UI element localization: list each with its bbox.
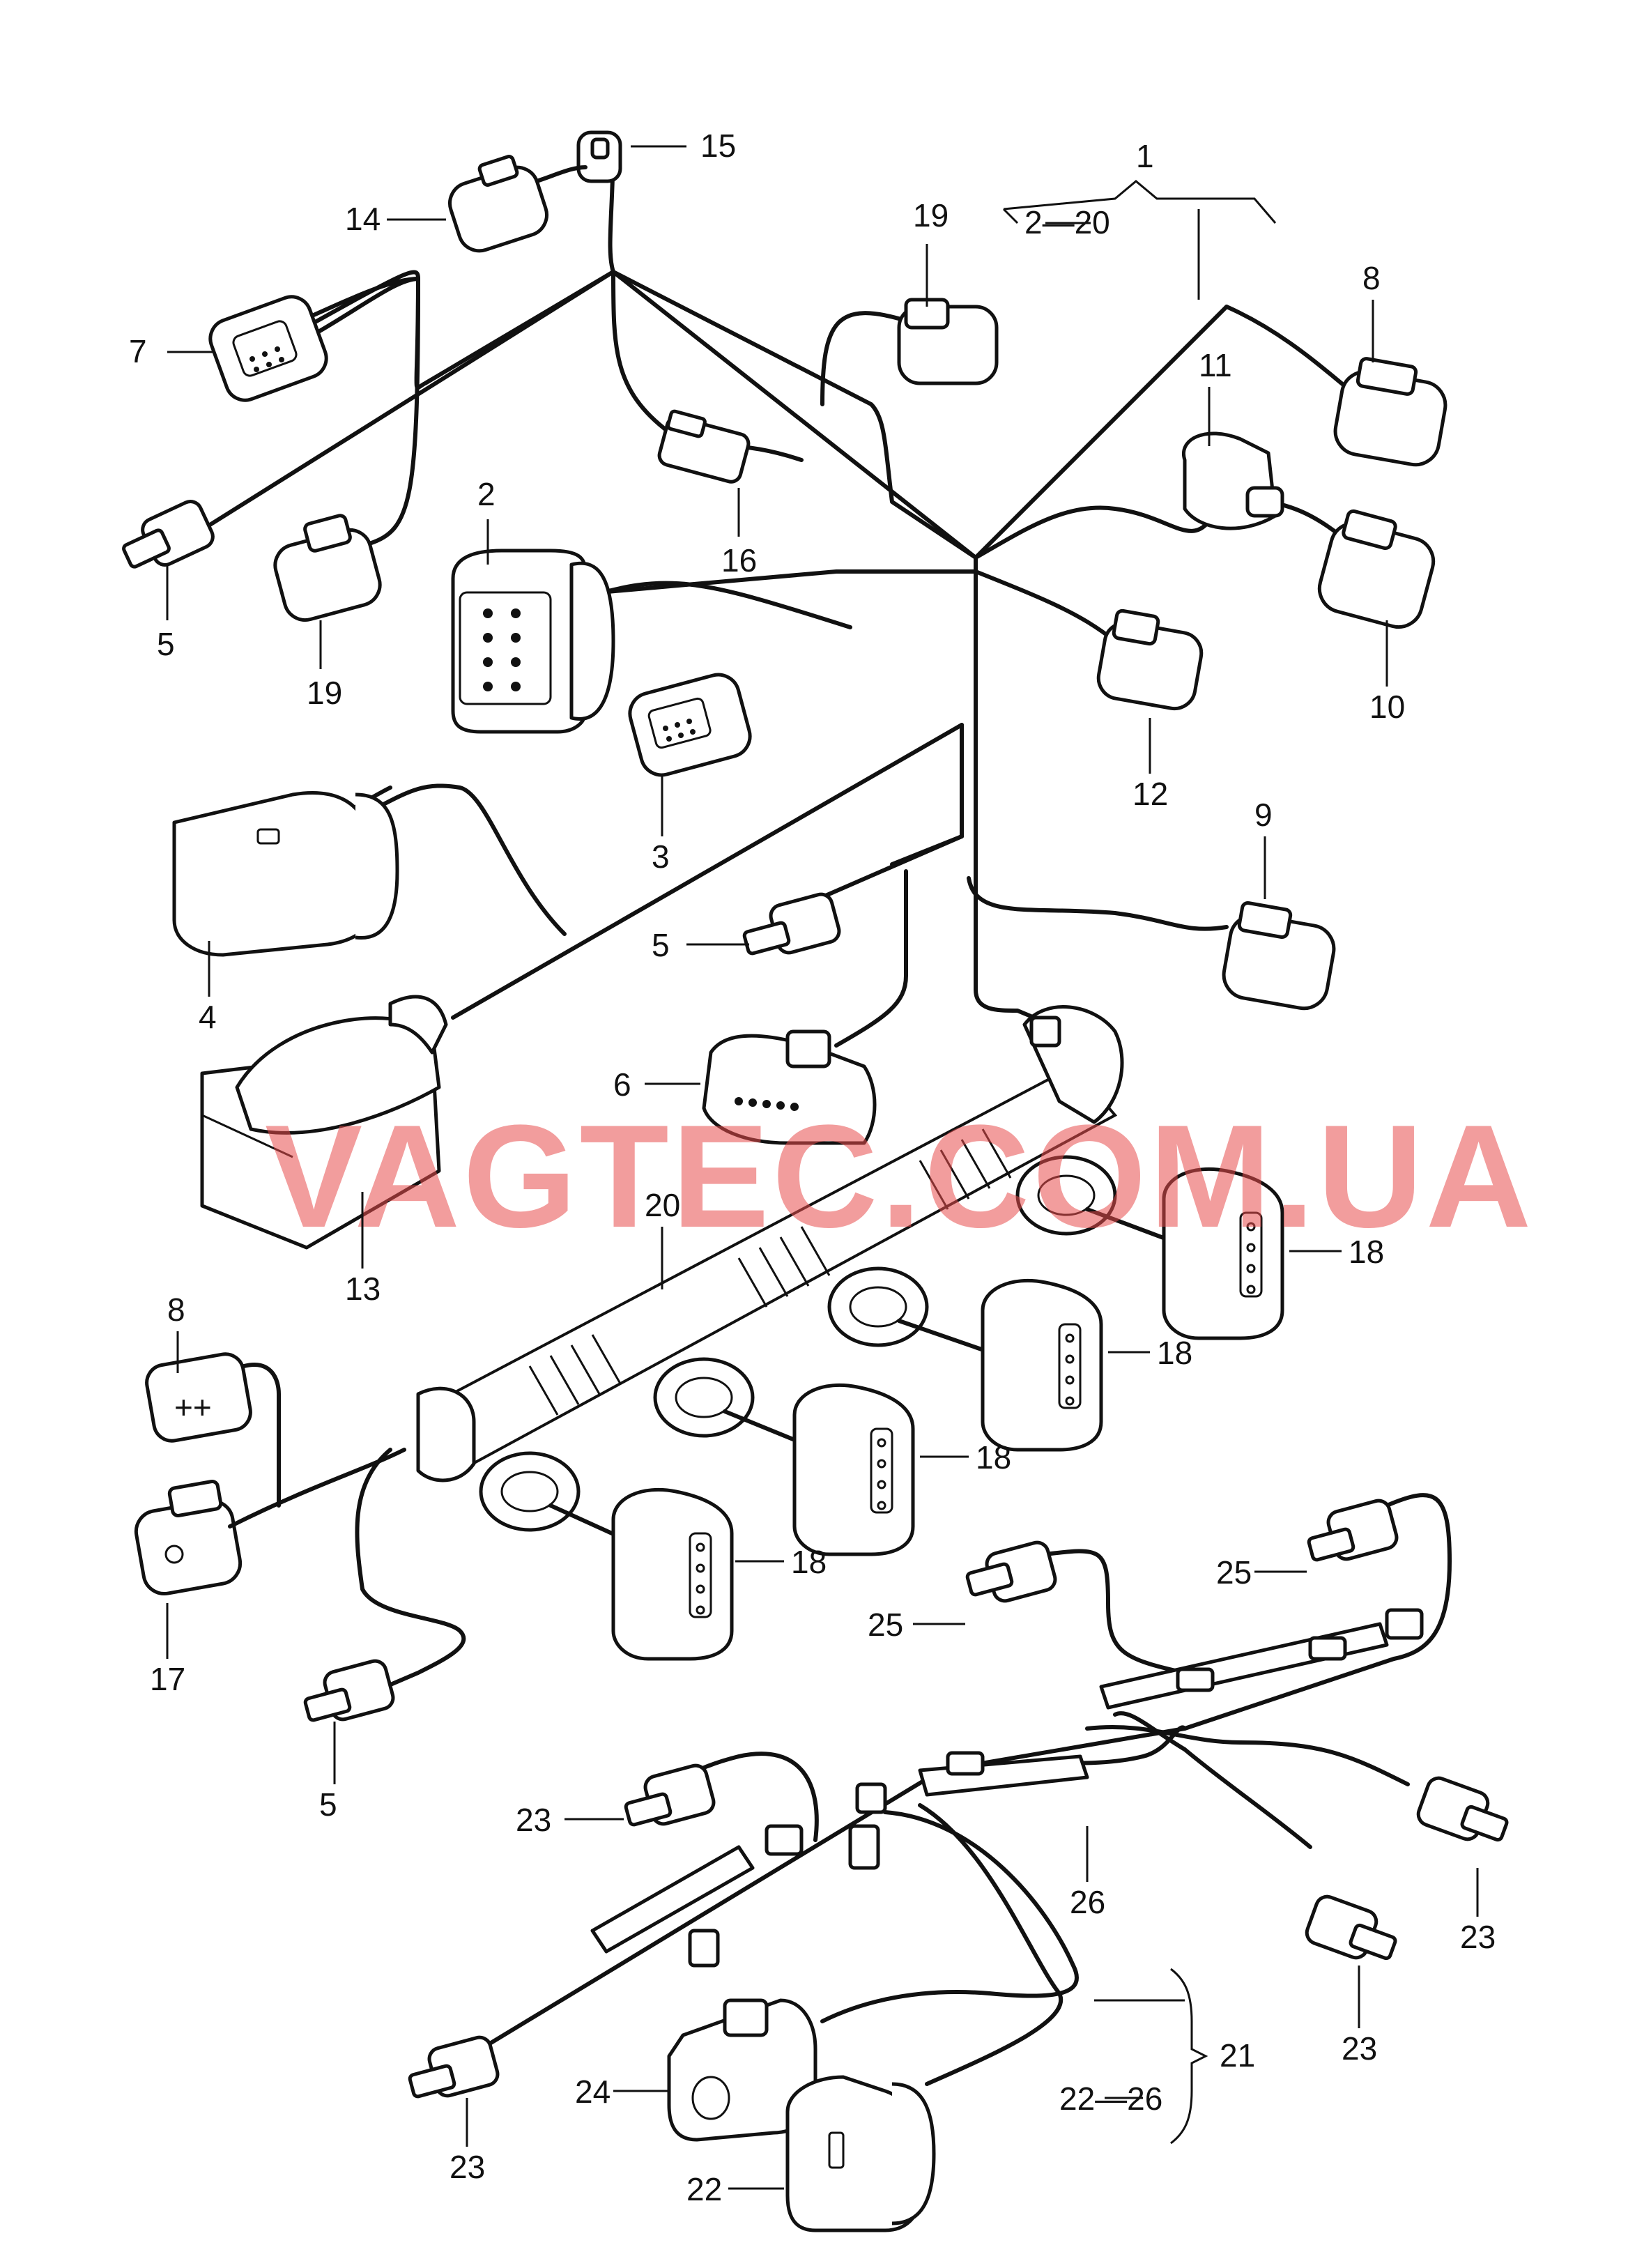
watermark-text: VAGTEC.COM.UA xyxy=(265,1094,1534,1258)
callout-1: 1 xyxy=(1136,138,1154,174)
coil-connector-18-b xyxy=(792,1383,915,1556)
connector-2 xyxy=(451,549,615,734)
connector-8-lower: ++ xyxy=(145,1352,281,1508)
connector-5-middle xyxy=(742,892,841,956)
connector-5-lower xyxy=(303,1659,395,1722)
coil-connector-18-a xyxy=(611,1487,734,1661)
callout-19-left: 19 xyxy=(307,675,342,711)
callout-24: 24 xyxy=(575,2074,610,2110)
connector-7 xyxy=(208,277,420,402)
connector-15 xyxy=(576,130,622,183)
callout-3: 3 xyxy=(652,838,670,875)
connector-5-upper xyxy=(122,500,215,569)
callout-21-range: 22—26 xyxy=(1059,2081,1162,2117)
coil-connector-18-c xyxy=(981,1278,1103,1452)
callout-25-left: 25 xyxy=(868,1607,903,1643)
sensor-11 xyxy=(1182,431,1284,530)
callout-19-right: 19 xyxy=(913,197,949,233)
connector-22 xyxy=(785,2075,936,2232)
harness-clips xyxy=(688,1608,1424,1968)
callout-25-right: 25 xyxy=(1216,1554,1252,1591)
callout-20: 20 xyxy=(645,1187,680,1223)
connector-23-a xyxy=(624,1763,716,1827)
connector-6 xyxy=(702,1029,877,1145)
connector-6-pins xyxy=(735,1097,799,1111)
connector-23-d xyxy=(408,2035,500,2099)
connector-25-left xyxy=(965,1540,1057,1603)
connector-4 xyxy=(172,791,399,957)
coil-connector-18-d xyxy=(1162,1167,1284,1340)
callout-23-a: 23 xyxy=(516,1802,551,1838)
connector-25-right xyxy=(1307,1499,1399,1562)
injector-harness-21 xyxy=(444,1493,1452,2086)
connector-23-b xyxy=(1416,1776,1509,1842)
callout-16: 16 xyxy=(721,542,757,579)
callout-11: 11 xyxy=(1199,347,1232,383)
callout-23-d: 23 xyxy=(450,2149,485,2185)
grommet-4 xyxy=(1015,1155,1117,1236)
connector-10 xyxy=(1317,509,1436,629)
connector-23-c xyxy=(1305,1894,1397,1961)
grommet-1 xyxy=(479,1451,581,1532)
callout-5-middle: 5 xyxy=(652,927,670,963)
connector-2-pins xyxy=(483,608,521,691)
callout-4: 4 xyxy=(199,999,217,1035)
connector-19-right xyxy=(897,298,999,385)
callout-26: 26 xyxy=(1070,1884,1105,1920)
callout-18-a: 18 xyxy=(791,1544,827,1580)
connector-9 xyxy=(1222,901,1336,1011)
callout-5-lower: 5 xyxy=(319,1786,337,1823)
callout-6: 6 xyxy=(613,1066,631,1103)
connector-3 xyxy=(628,673,752,777)
callout-8-lower: 8 xyxy=(167,1292,185,1328)
callout-18-b: 18 xyxy=(976,1439,1011,1476)
connector-8-marking: ++ xyxy=(174,1389,212,1425)
callout-8-upper: 8 xyxy=(1362,260,1381,296)
connector-19-left xyxy=(273,514,382,622)
leader-lines xyxy=(166,145,1479,2190)
connector-8-upper xyxy=(1333,357,1447,467)
callout-22: 22 xyxy=(686,2171,722,2207)
connector-17 xyxy=(134,1479,243,1595)
callout-23-b: 23 xyxy=(1460,1919,1496,1955)
callout-17: 17 xyxy=(150,1661,185,1697)
connector-12 xyxy=(1096,608,1204,711)
callout-1-range: 2—20 xyxy=(1024,204,1110,240)
callout-2: 2 xyxy=(477,476,496,512)
callout-10: 10 xyxy=(1369,689,1405,725)
callout-14: 14 xyxy=(345,201,381,237)
callout-7: 7 xyxy=(129,333,147,369)
callout-21: 21 xyxy=(1220,2037,1255,2074)
grommet-3 xyxy=(827,1266,929,1347)
callout-18-c: 18 xyxy=(1157,1335,1192,1371)
callout-23-c: 23 xyxy=(1342,2030,1377,2067)
callout-12: 12 xyxy=(1132,776,1168,812)
callout-labels: 1 2—20 15 14 19 8 7 11 2 16 5 19 10 12 9… xyxy=(129,128,1496,2207)
ignition-harness-20 xyxy=(228,1005,1173,1696)
callout-18-d: 18 xyxy=(1349,1234,1384,1270)
corrugated-tube-ribs xyxy=(528,1128,1012,1416)
callout-9: 9 xyxy=(1254,797,1273,833)
grommet-2 xyxy=(653,1357,755,1438)
callout-15: 15 xyxy=(700,128,736,164)
connector-14 xyxy=(448,155,588,253)
component-13 xyxy=(200,995,448,1250)
callout-5-upper: 5 xyxy=(157,626,175,662)
connector-16 xyxy=(657,409,751,484)
callout-13: 13 xyxy=(345,1271,381,1307)
